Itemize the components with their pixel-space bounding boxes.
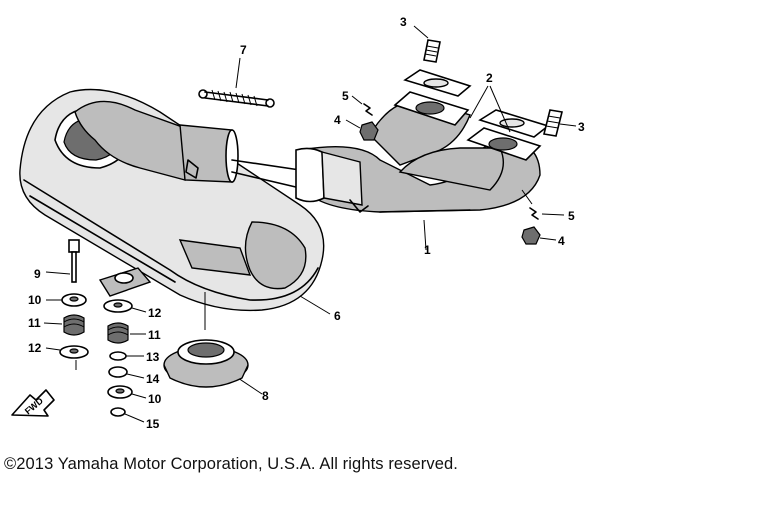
copyright-notice: ©2013 Yamaha Motor Corporation, U.S.A. A… bbox=[4, 455, 458, 473]
nut-part-15 bbox=[110, 407, 145, 423]
spring-part-11b bbox=[107, 322, 146, 344]
callout-13: 13 bbox=[146, 350, 160, 364]
stud-part-3b bbox=[543, 109, 577, 137]
callout-8: 8 bbox=[262, 389, 269, 403]
washer-part-5b bbox=[521, 189, 565, 220]
washer-part-5a bbox=[351, 95, 373, 116]
exhaust-parts-diagram: FWD 1 2 3 3 4 4 5 5 6 7 8 9 10 10 11 11 … bbox=[11, 15, 585, 431]
callout-12b: 12 bbox=[148, 306, 162, 320]
callout-9: 9 bbox=[34, 267, 41, 281]
callout-10a: 10 bbox=[28, 293, 42, 307]
nut-part-4b bbox=[521, 226, 557, 245]
callout-15: 15 bbox=[146, 417, 160, 431]
nut-part-14 bbox=[108, 366, 145, 379]
exhaust-pipe-part-1 bbox=[295, 99, 541, 213]
callout-4b: 4 bbox=[558, 234, 565, 248]
nut-part-4a bbox=[345, 119, 379, 141]
callout-4a: 4 bbox=[334, 113, 341, 127]
muffler-part-6 bbox=[19, 88, 325, 312]
fwd-arrow-icon: FWD bbox=[11, 389, 55, 417]
washer-part-10a bbox=[46, 293, 87, 307]
stud-part-3a bbox=[413, 25, 441, 63]
gasket-part-2b bbox=[466, 127, 542, 161]
gasket-part-2c bbox=[403, 69, 472, 97]
callout-3b: 3 bbox=[578, 120, 585, 134]
washer-part-13 bbox=[109, 351, 144, 361]
callout-6: 6 bbox=[334, 309, 341, 323]
callout-3a: 3 bbox=[400, 15, 407, 29]
callout-11b: 11 bbox=[148, 328, 161, 342]
callout-14: 14 bbox=[146, 372, 160, 386]
bolt-part-9 bbox=[45, 239, 80, 283]
callout-12a: 12 bbox=[28, 341, 42, 355]
callout-7: 7 bbox=[240, 43, 247, 57]
callout-11a: 11 bbox=[28, 316, 41, 330]
washer-part-12a bbox=[45, 345, 89, 370]
washer-part-10b bbox=[107, 385, 147, 399]
grommet-part-8 bbox=[163, 339, 249, 388]
connector-pipe bbox=[179, 124, 301, 189]
gasket-part-2a bbox=[393, 91, 470, 126]
spring-part-11a bbox=[43, 314, 85, 336]
callout-5b: 5 bbox=[568, 209, 575, 223]
callout-5a: 5 bbox=[342, 89, 349, 103]
spring-part-7 bbox=[198, 57, 275, 108]
callout-1: 1 bbox=[424, 243, 431, 257]
callout-10b: 10 bbox=[148, 392, 162, 406]
mount-bracket bbox=[98, 267, 206, 330]
callout-2: 2 bbox=[486, 71, 493, 85]
washer-part-12b bbox=[103, 299, 147, 313]
